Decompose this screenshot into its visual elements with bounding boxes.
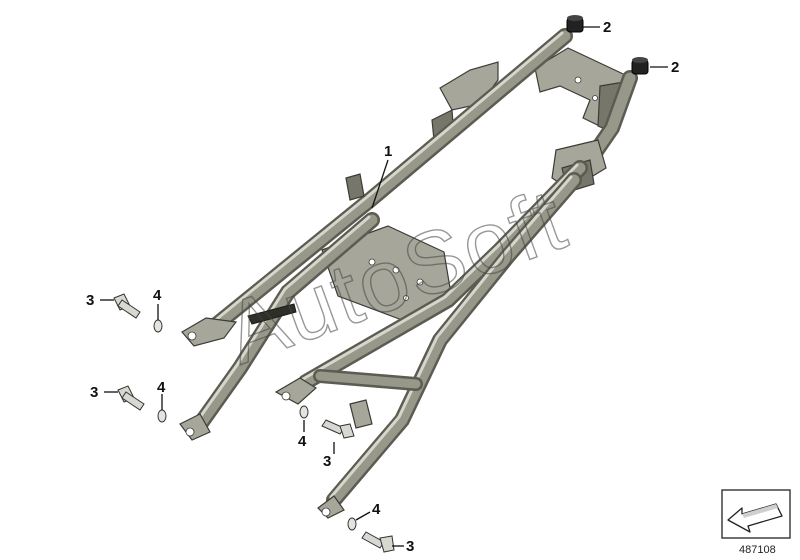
lower-left-tube: [188, 212, 380, 438]
right-upper-mount-eye: [274, 377, 317, 405]
callout-3-upper-left: 3: [86, 292, 94, 309]
callout-2-upper: 2: [603, 19, 611, 36]
left-lower-mount-eye: [179, 413, 211, 441]
reference-box: 487108: [721, 489, 791, 556]
washer-middle-left: [157, 409, 167, 423]
callout-4-middle-left: 4: [157, 379, 166, 396]
callout-1: 1: [384, 143, 392, 160]
bolt-middle-left: [117, 385, 145, 411]
rubber-buffer-upper: [566, 15, 584, 33]
lower-right-bracket: [349, 399, 373, 429]
rear-frame: [179, 28, 638, 519]
watermark-text: AutoSoft: [213, 169, 579, 383]
left-upper-mount-eye: [181, 317, 238, 347]
right-lower-tube: [326, 172, 582, 508]
callout-3-center: 3: [323, 453, 331, 470]
callout-numbers: 1 2 2 3 4 3 4 4 3 4 3: [86, 19, 679, 555]
lower-cross-strut: [313, 369, 423, 391]
leader-lines: [100, 26, 668, 547]
bolt-bottom: [361, 531, 395, 553]
callout-3-bottom: 3: [406, 538, 414, 555]
washer-bottom: [347, 517, 357, 531]
callout-4-upper-left: 4: [153, 287, 162, 304]
right-lower-mount-eye: [317, 495, 345, 519]
callout-2-lower: 2: [671, 59, 679, 76]
callout-4-center: 4: [298, 433, 307, 450]
upper-left-rail: [202, 28, 573, 338]
callout-4-bottom: 4: [372, 501, 381, 518]
reference-number: 487108: [739, 544, 776, 556]
callout-3-middle-left: 3: [90, 384, 98, 401]
rubber-buffer-lower: [631, 57, 649, 75]
frame-cover-bracket: [247, 303, 297, 325]
washer-upper-left: [153, 319, 163, 333]
bolt-upper-left: [113, 293, 141, 319]
washer-center: [299, 405, 309, 419]
arrow-icon: [727, 503, 783, 533]
bolt-center: [321, 419, 355, 439]
